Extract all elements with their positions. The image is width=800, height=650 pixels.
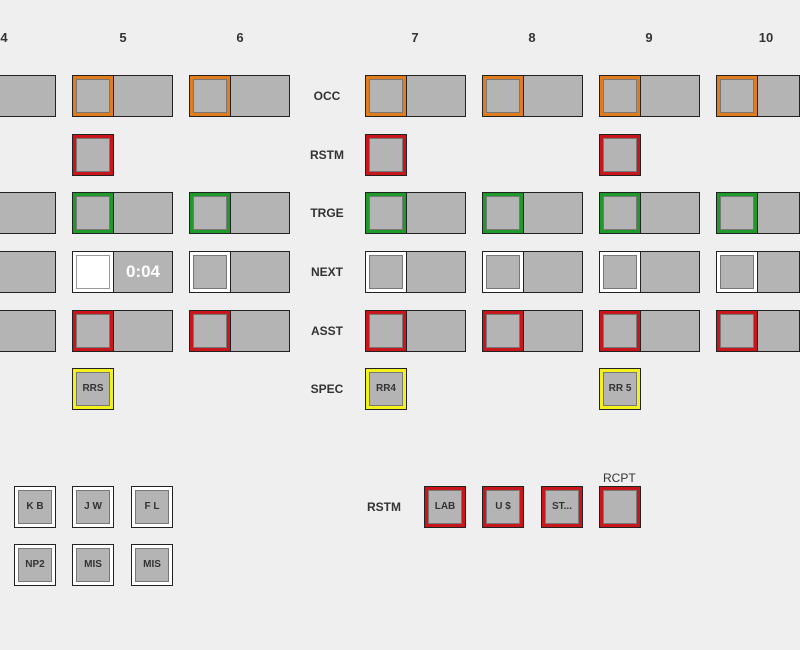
- occ-cell-col8[interactable]: [482, 75, 583, 117]
- staff-tile-label: F L: [144, 501, 160, 512]
- occ-cell-col6[interactable]: [189, 75, 290, 117]
- column-number-5: 5: [119, 30, 127, 45]
- occ-cell-col7[interactable]: [365, 75, 466, 117]
- row-label-next: NEXT: [310, 265, 343, 279]
- asst-cell-col8[interactable]: [482, 310, 583, 352]
- column-number-4: 4: [0, 30, 8, 45]
- trge-cell-col7[interactable]: [365, 192, 466, 234]
- spec-tile-col5[interactable]: RRS: [72, 368, 114, 410]
- next-cell-col7[interactable]: [365, 251, 466, 293]
- spec-tile-col7[interactable]: RR4: [365, 368, 407, 410]
- asst-cell-col4[interactable]: [0, 310, 56, 352]
- trge-cell-col10[interactable]: [716, 192, 800, 234]
- staff-tile-mis-1[interactable]: MIS: [72, 544, 114, 586]
- next-cell-col9[interactable]: [599, 251, 700, 293]
- next-cell-col10[interactable]: [716, 251, 800, 293]
- occ-cell-col9[interactable]: [599, 75, 700, 117]
- rstm-tile-st[interactable]: ST...: [541, 486, 583, 528]
- trge-cell-col4[interactable]: [0, 192, 56, 234]
- asst-cell-col7[interactable]: [365, 310, 466, 352]
- staff-tile-label: MIS: [84, 559, 102, 570]
- spec-tile-col9[interactable]: RR 5: [599, 368, 641, 410]
- next-cell-col4[interactable]: [0, 251, 56, 293]
- occ-cell-col5[interactable]: [72, 75, 173, 117]
- trge-cell-col9[interactable]: [599, 192, 700, 234]
- rstm-tile-label: LAB: [434, 501, 456, 512]
- staff-tile-label: J W: [84, 501, 102, 512]
- staff-tile-mis-2[interactable]: MIS: [131, 544, 173, 586]
- spec-tile-label: RR 5: [608, 383, 632, 394]
- spec-tile-label: RRS: [82, 383, 104, 394]
- staff-tile-label: K B: [26, 501, 44, 512]
- column-number-6: 6: [236, 30, 244, 45]
- staff-tile-label: NP2: [25, 559, 45, 570]
- staff-tile-jw[interactable]: J W: [72, 486, 114, 528]
- asst-cell-col6[interactable]: [189, 310, 290, 352]
- column-number-8: 8: [528, 30, 536, 45]
- rstm-tile-label: ST...: [551, 501, 572, 512]
- occ-cell-col4[interactable]: [0, 75, 56, 117]
- rstm-cell-col9[interactable]: [599, 134, 641, 176]
- occ-cell-col10[interactable]: [716, 75, 800, 117]
- bottom-rstm-label: RSTM: [367, 500, 401, 514]
- asst-cell-col9[interactable]: [599, 310, 700, 352]
- rcpt-label: RCPT: [603, 471, 636, 485]
- rstm-tile-label: U $: [495, 501, 511, 512]
- row-label-rstm: RSTM: [310, 148, 344, 162]
- column-number-9: 9: [645, 30, 653, 45]
- next-cell-col8[interactable]: [482, 251, 583, 293]
- staff-tile-kb[interactable]: K B: [14, 486, 56, 528]
- rstm-cell-col5[interactable]: [72, 134, 114, 176]
- rstm-tile-lab[interactable]: LAB: [424, 486, 466, 528]
- column-number-10: 10: [758, 30, 774, 45]
- next-cell-col6[interactable]: [189, 251, 290, 293]
- staff-tile-label: MIS: [143, 559, 161, 570]
- row-label-trge: TRGE: [310, 206, 344, 220]
- trge-cell-col8[interactable]: [482, 192, 583, 234]
- asst-cell-col5[interactable]: [72, 310, 173, 352]
- trge-cell-col6[interactable]: [189, 192, 290, 234]
- wait-timer: 0:04: [125, 262, 161, 281]
- row-label-spec: SPEC: [310, 382, 344, 396]
- column-number-7: 7: [411, 30, 419, 45]
- staff-tile-fl[interactable]: F L: [131, 486, 173, 528]
- next-cell-col5[interactable]: 0:04: [72, 251, 173, 293]
- row-label-occ: OCC: [313, 89, 341, 103]
- rcpt-tile[interactable]: [599, 486, 641, 528]
- trge-cell-col5[interactable]: [72, 192, 173, 234]
- rstm-cell-col7[interactable]: [365, 134, 407, 176]
- rstm-tile-us[interactable]: U $: [482, 486, 524, 528]
- row-label-asst: ASST: [310, 324, 343, 338]
- staff-tile-np2[interactable]: NP2: [14, 544, 56, 586]
- asst-cell-col10[interactable]: [716, 310, 800, 352]
- spec-tile-label: RR4: [375, 383, 396, 394]
